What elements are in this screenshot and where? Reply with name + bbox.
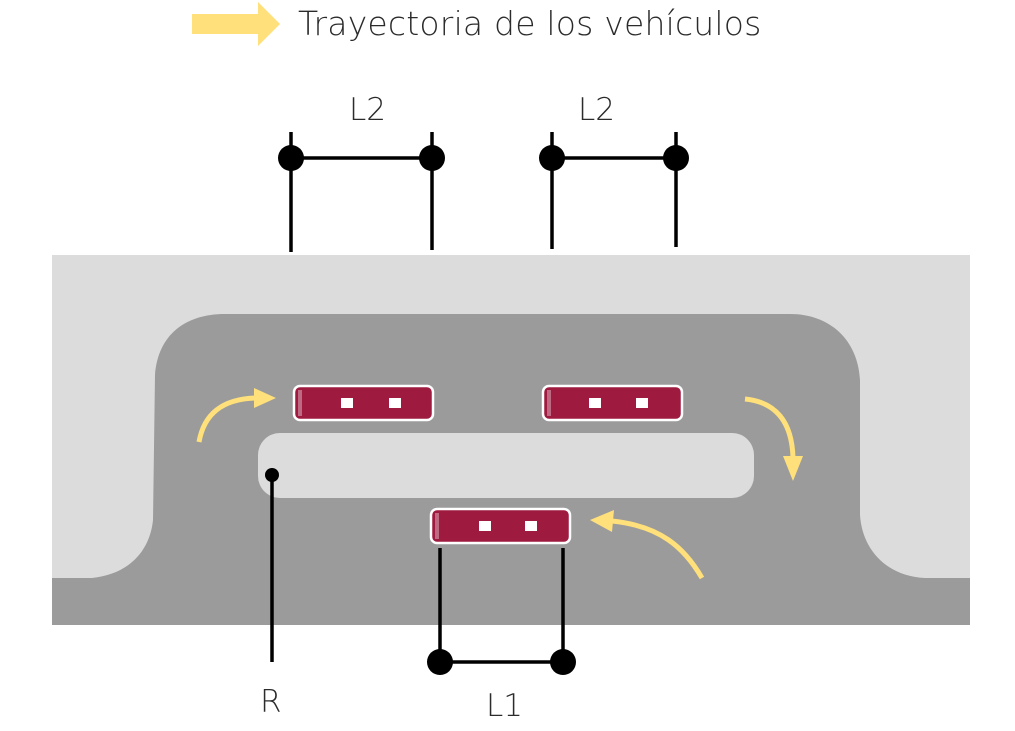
trajectory-arrow-left xyxy=(196,388,276,443)
sensor-node xyxy=(539,145,565,171)
label-r: R xyxy=(260,684,282,720)
vehicle-top-left xyxy=(292,384,435,422)
sensor-node xyxy=(427,649,453,675)
trajectory-arrow-right xyxy=(744,396,803,481)
sensor-node xyxy=(550,649,576,675)
label-l2-right: L2 xyxy=(578,92,615,128)
sensor-node xyxy=(663,145,689,171)
sensor-loop-l2-left xyxy=(289,132,434,252)
legend-arrow-icon xyxy=(192,2,280,46)
sensor-loop-l2-right xyxy=(550,132,678,249)
sensor-node xyxy=(419,145,445,171)
label-l1: L1 xyxy=(486,688,523,724)
central-island xyxy=(258,433,754,498)
sensor-node xyxy=(278,145,304,171)
sensor-loop-l1 xyxy=(438,548,565,664)
vehicle-bottom xyxy=(429,507,572,545)
vehicle-top-right xyxy=(541,384,684,422)
sensor-r-node xyxy=(265,468,279,482)
legend-label: Trayectoria de los vehículos xyxy=(298,4,762,43)
trajectory-arrow-bottom xyxy=(590,510,705,580)
label-l2-left: L2 xyxy=(349,92,386,128)
